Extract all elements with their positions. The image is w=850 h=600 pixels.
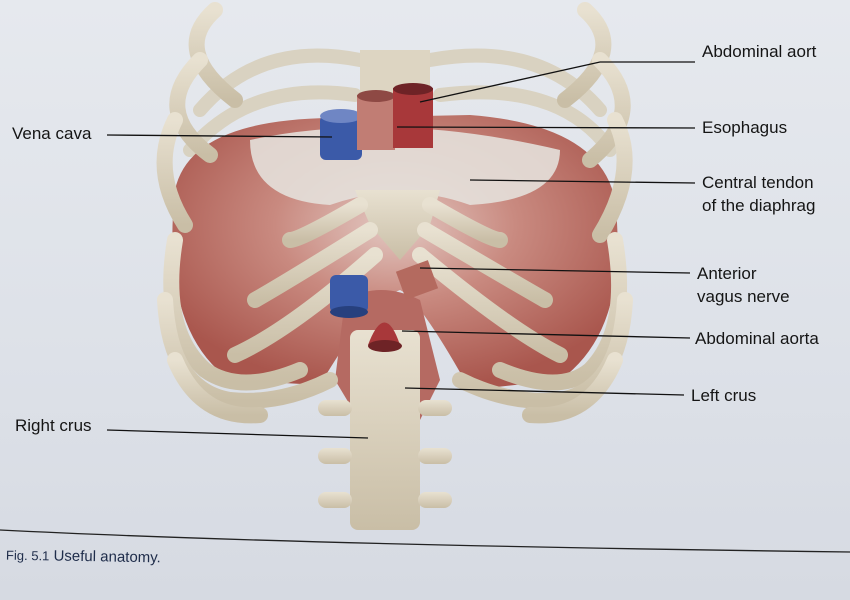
sternum [355,190,440,260]
label-central-tendon-2: of the diaphrag [702,196,816,215]
ribs-back [183,48,617,157]
spine [318,330,452,530]
ribs-front [156,2,633,424]
leader-lines [106,61,696,439]
label-esophagus: Esophagus [702,118,788,137]
label-left-crus: Left crus [691,386,757,405]
figure-caption: Fig. 5.1 Useful anatomy. [5,547,161,567]
label-abdominal-aorta: Abdominal aorta [695,329,819,348]
figure-caption-text: Useful anatomy. [53,547,161,567]
label-vena-cava: Vena cava [12,124,92,143]
figure-number: Fig. 5.1 [5,547,50,564]
label-anterior-vagus-1: Anterior [697,264,757,283]
label-abdominal-aorta-top: Abdominal aort [702,42,817,61]
vessels [320,83,439,352]
label-central-tendon-1: Central tendon [702,173,814,192]
label-right-crus: Right crus [15,416,92,435]
caption-rule [0,529,850,553]
label-anterior-vagus-2: vagus nerve [697,287,790,306]
